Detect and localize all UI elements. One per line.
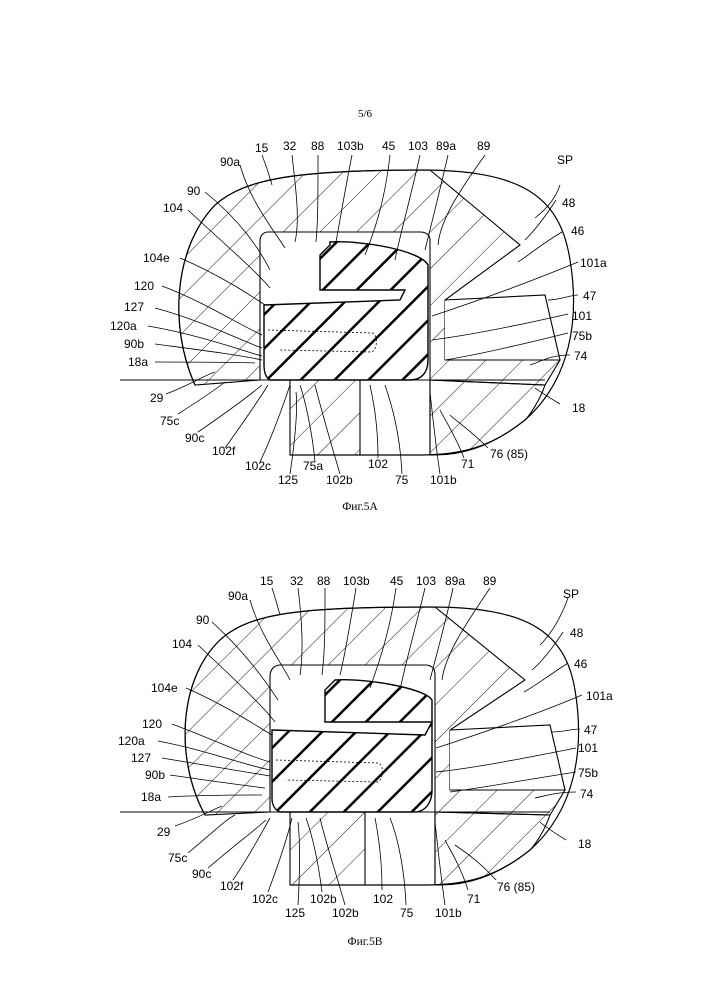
label-102b: 102b	[326, 473, 353, 487]
label-102c: 102c	[252, 892, 278, 906]
label-104e: 104e	[151, 681, 178, 695]
label-102b: 102b	[332, 906, 359, 920]
label-45: 45	[390, 574, 404, 588]
figure-5b: 15 32 88 103b 45 103 89a 89 90a 90 104 1…	[118, 574, 613, 948]
label-103: 103	[408, 139, 428, 153]
label-90c: 90c	[192, 867, 211, 881]
label-18a: 18a	[128, 355, 148, 369]
seal-member	[272, 680, 432, 812]
lower-body-section	[290, 380, 360, 455]
label-127: 127	[131, 751, 151, 765]
label-32: 32	[290, 574, 304, 588]
label-90a: 90a	[228, 589, 248, 603]
label-74: 74	[580, 787, 594, 801]
figure-5a-caption: Фиг.5A	[342, 501, 378, 513]
figure-5b-caption: Фиг.5B	[348, 936, 383, 948]
label-125: 125	[278, 473, 298, 487]
label-45: 45	[382, 139, 396, 153]
label-102f: 102f	[220, 879, 244, 893]
label-88: 88	[317, 574, 331, 588]
label-89: 89	[477, 139, 491, 153]
label-46: 46	[574, 657, 588, 671]
label-125: 125	[285, 906, 305, 920]
label-75c: 75c	[168, 851, 187, 865]
label-75a: 102b	[310, 892, 337, 906]
label-75b: 75b	[578, 766, 598, 780]
label-75a: 75a	[303, 459, 323, 473]
label-90: 90	[196, 613, 210, 627]
label-120a: 120a	[110, 319, 137, 333]
label-90c: 90c	[185, 431, 204, 445]
label-104: 104	[163, 201, 183, 215]
label-76-85: 76 (85)	[497, 880, 535, 894]
label-76-85: 76 (85)	[490, 447, 528, 461]
label-90b: 90b	[124, 337, 144, 351]
label-101b: 101b	[435, 906, 462, 920]
label-102: 102	[368, 457, 388, 471]
label-90a: 90a	[220, 155, 240, 169]
label-15: 15	[255, 141, 269, 155]
label-127: 127	[124, 300, 144, 314]
label-SP: SP	[563, 587, 579, 601]
label-101: 101	[572, 309, 592, 323]
label-102f: 102f	[212, 444, 236, 458]
label-89a: 89a	[436, 139, 456, 153]
label-71: 71	[461, 457, 475, 471]
label-90b: 90b	[145, 768, 165, 782]
label-75b: 75b	[572, 329, 592, 343]
groove-right-wall	[450, 725, 565, 790]
label-101: 101	[578, 741, 598, 755]
label-75c: 75c	[160, 414, 179, 428]
label-46: 46	[571, 224, 585, 238]
lower-body-section	[290, 812, 365, 885]
right-body-section	[435, 812, 550, 885]
label-101a: 101a	[580, 256, 607, 270]
label-48: 48	[562, 196, 576, 210]
label-120a: 120a	[118, 734, 145, 748]
label-SP: SP	[557, 153, 573, 167]
label-89a: 89a	[445, 574, 465, 588]
label-47: 47	[584, 723, 598, 737]
label-101b: 101b	[430, 473, 457, 487]
label-102: 102	[373, 892, 393, 906]
label-18a: 18a	[141, 790, 161, 804]
label-48: 48	[570, 626, 584, 640]
label-120: 120	[134, 279, 154, 293]
label-120: 120	[142, 717, 162, 731]
label-104e: 104e	[143, 251, 170, 265]
label-29: 29	[150, 391, 164, 405]
label-29: 29	[157, 825, 171, 839]
label-103b: 103b	[337, 139, 364, 153]
label-47: 47	[583, 289, 597, 303]
groove-right-wall	[445, 295, 560, 360]
label-75: 75	[400, 906, 414, 920]
label-88: 88	[311, 139, 325, 153]
label-103b: 103b	[343, 574, 370, 588]
label-74: 74	[574, 349, 588, 363]
label-101a: 101a	[586, 689, 613, 703]
label-75: 75	[395, 473, 409, 487]
label-71: 71	[467, 892, 481, 906]
label-103: 103	[416, 574, 436, 588]
label-32: 32	[283, 139, 297, 153]
seal-member	[264, 242, 428, 380]
figure-5a: 15 32 88 103b 45 103 89a 89 90a 90 104 1…	[110, 139, 607, 513]
label-18: 18	[572, 401, 586, 415]
label-15: 15	[260, 574, 274, 588]
label-104: 104	[172, 637, 192, 651]
label-89: 89	[483, 574, 497, 588]
right-body-section	[430, 380, 545, 455]
label-18: 18	[578, 837, 592, 851]
label-90: 90	[187, 184, 201, 198]
label-102c: 102c	[245, 459, 271, 473]
page-number: 5/6	[358, 108, 373, 120]
